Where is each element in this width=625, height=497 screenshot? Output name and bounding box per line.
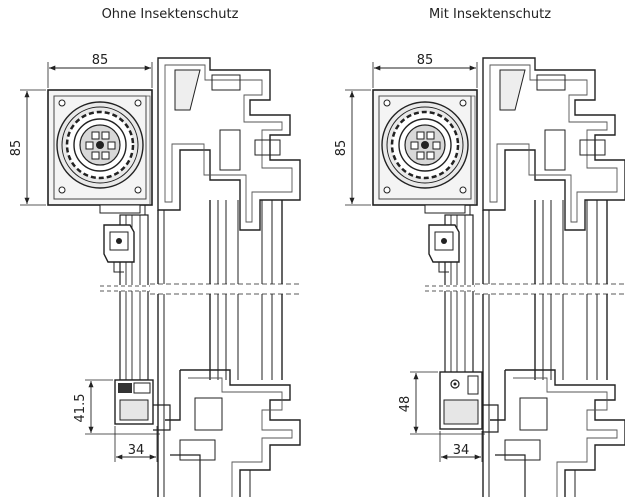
- section-right: [373, 58, 625, 497]
- dimensions-right: [345, 62, 485, 462]
- dim-right-lower-height: 48: [398, 396, 413, 413]
- section-left: [48, 58, 300, 497]
- dim-right-box-height: 85: [334, 140, 349, 157]
- dim-left-lower-height: 41.5: [73, 394, 88, 423]
- dim-left-lower-width: 34: [128, 443, 145, 458]
- dim-left-box-height: 85: [9, 140, 24, 157]
- dim-right-box-width: 85: [417, 53, 434, 68]
- title-left: Ohne Insektenschutz: [101, 7, 239, 22]
- title-right: Mit Insektenschutz: [428, 7, 552, 22]
- dimensions-left: [20, 62, 160, 462]
- dim-right-lower-width: 34: [453, 443, 470, 458]
- dim-left-box-width: 85: [92, 53, 109, 68]
